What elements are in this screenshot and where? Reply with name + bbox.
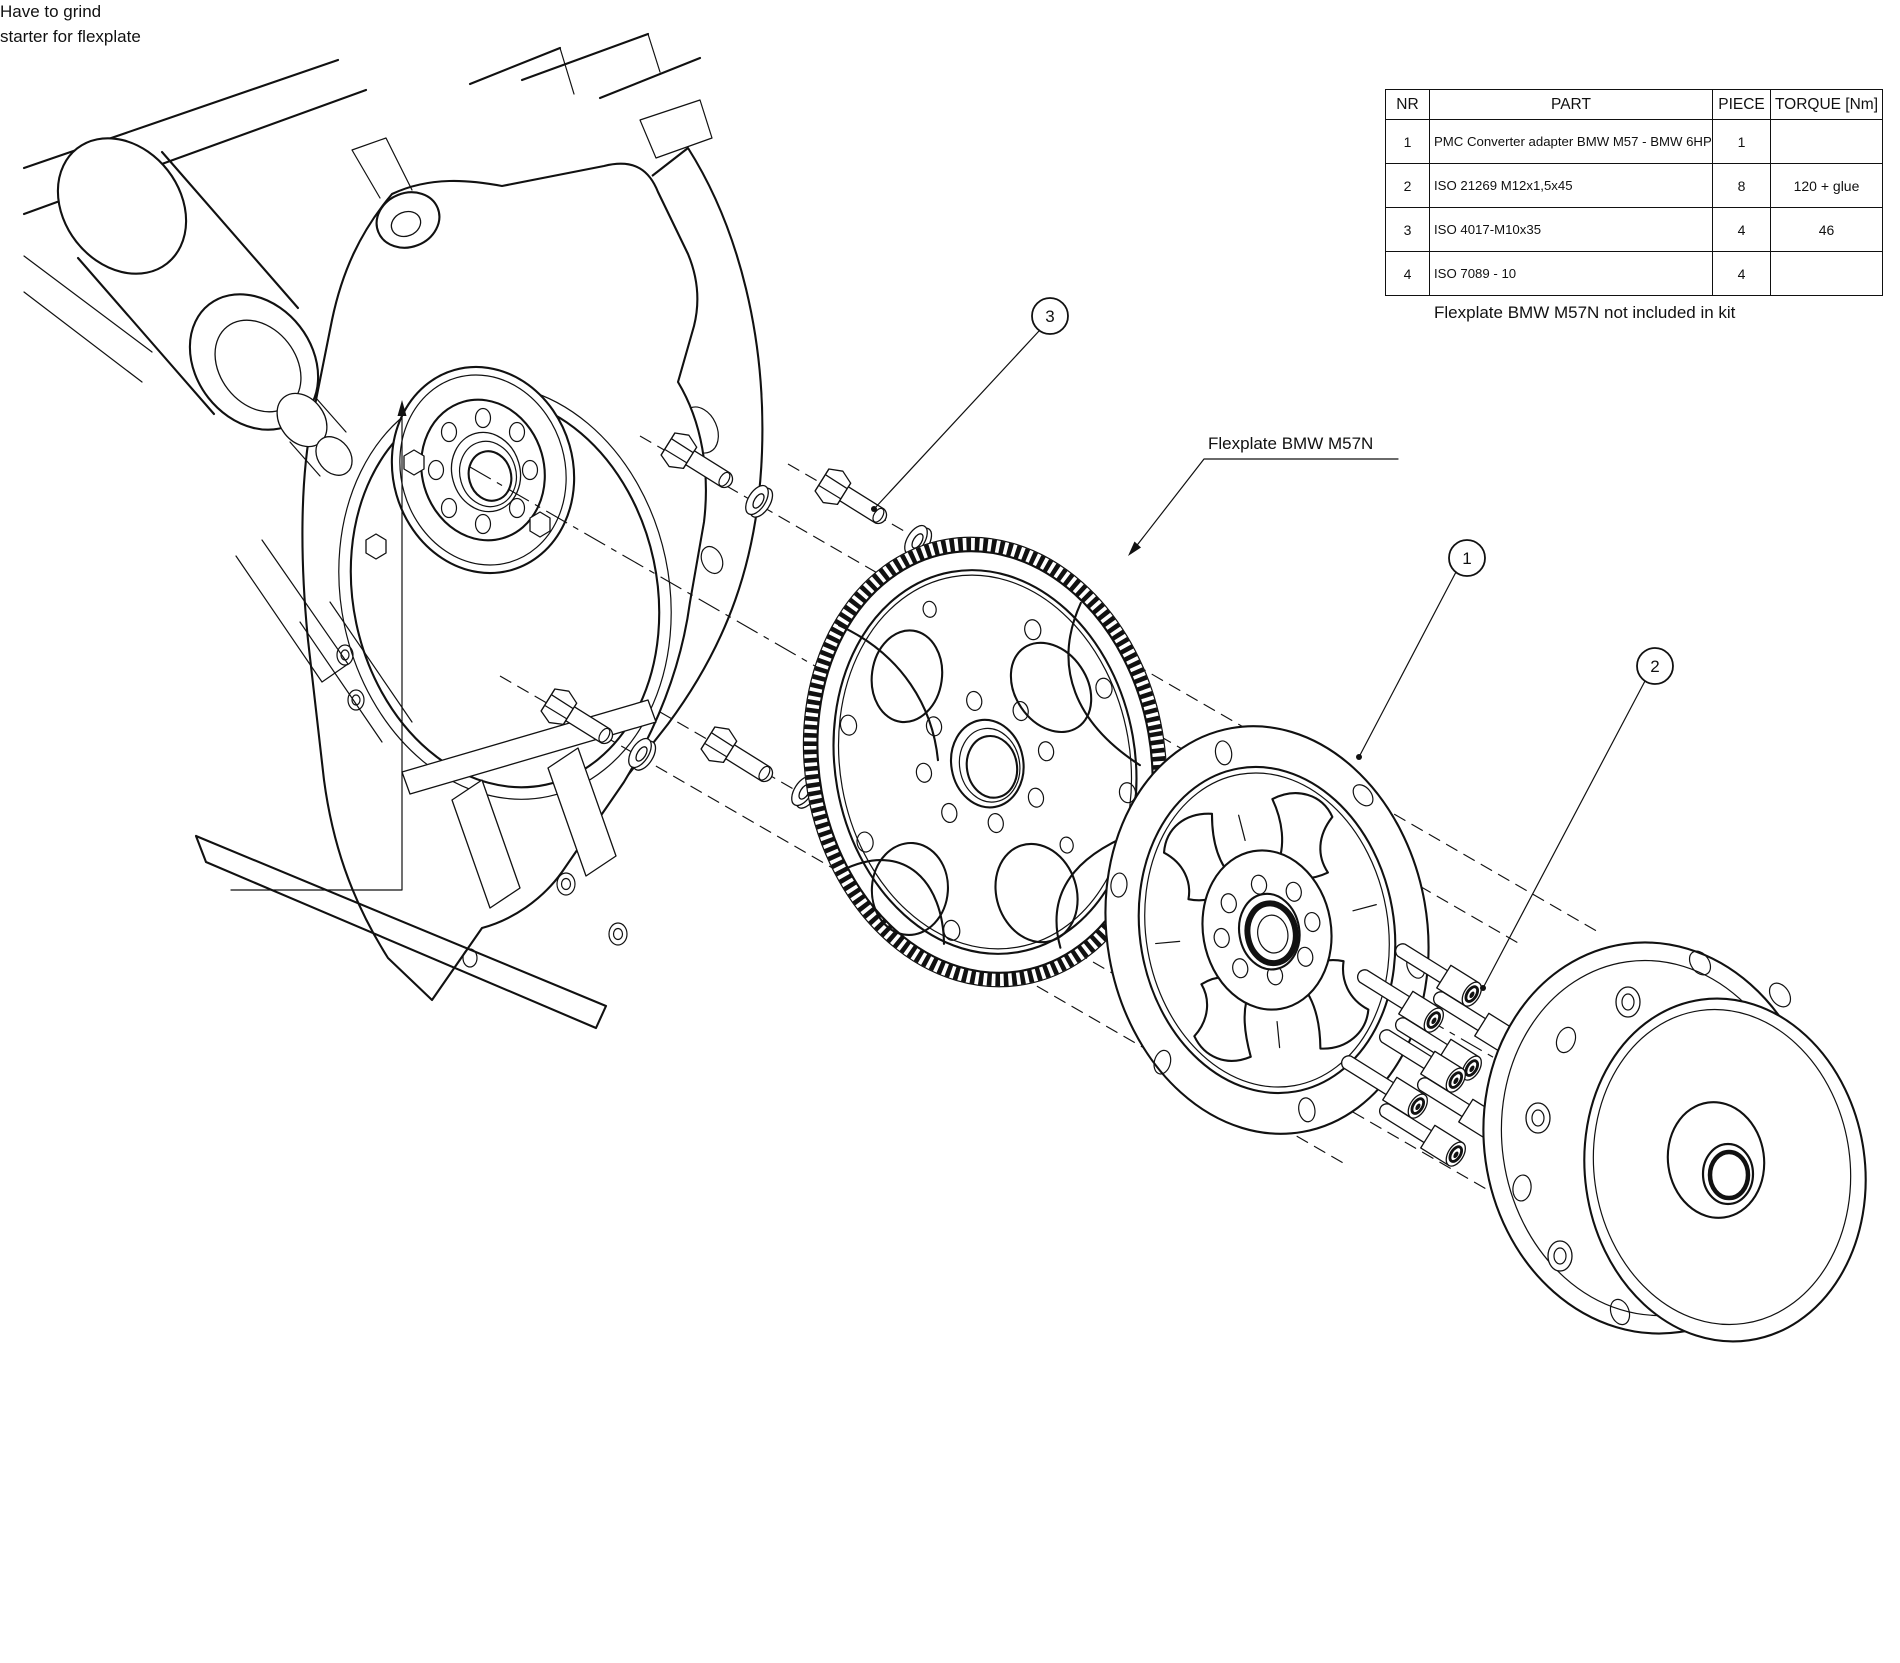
- plate-bosses: [336, 644, 628, 968]
- flexplate-label: Flexplate BMW M57N: [1208, 434, 1374, 453]
- callout-3-number: 3: [1045, 307, 1054, 326]
- parts-table: NR PART PIECE TORQUE [Nm] 1 PMC Converte…: [1385, 89, 1883, 296]
- grind-note-line2: starter for flexplate: [0, 26, 141, 46]
- flexplate-bolt-holes: [915, 690, 1055, 834]
- torque-converter-drawing: [1482, 941, 1867, 1343]
- cell-nr: 2: [1385, 163, 1430, 208]
- cell-torque: 46: [1770, 207, 1883, 252]
- table-row: 2 ISO 21269 M12x1,5x45 8 120 + glue: [1385, 163, 1883, 208]
- col-header-torque: TORQUE [Nm]: [1770, 89, 1883, 120]
- cell-torque: [1770, 251, 1883, 296]
- flexplate-rim-holes: [839, 600, 1137, 941]
- crank-flange-holes: [427, 407, 539, 535]
- flexplate-drawing: [802, 536, 1168, 988]
- arrowhead-up: [397, 400, 407, 416]
- cell-piece: 8: [1712, 163, 1771, 208]
- cell-torque: 120 + glue: [1770, 163, 1883, 208]
- col-header-piece: PIECE: [1712, 89, 1771, 120]
- cell-nr: 1: [1385, 119, 1430, 164]
- callout-2-number: 2: [1650, 657, 1659, 676]
- callout-1-number: 1: [1462, 549, 1471, 568]
- col-header-part: PART: [1429, 89, 1713, 120]
- callout-1: 1: [1356, 539, 1486, 760]
- cell-part: ISO 21269 M12x1,5x45: [1429, 163, 1713, 208]
- callout-2: 2: [1480, 647, 1674, 991]
- grind-note: Have to grind starter for flexplate: [0, 0, 1900, 49]
- arrowhead: [1128, 541, 1141, 556]
- engine-assembly-drawing: [22, 32, 764, 1030]
- cell-nr: 3: [1385, 207, 1430, 252]
- table-row: 1 PMC Converter adapter BMW M57 - BMW 6H…: [1385, 119, 1883, 164]
- cell-nr: 4: [1385, 251, 1430, 296]
- converter-flange-holes: [1512, 950, 1792, 1326]
- table-row: 4 ISO 7089 - 10 4: [1385, 251, 1883, 296]
- cell-piece: 4: [1712, 251, 1771, 296]
- cell-part: PMC Converter adapter BMW M57 - BMW 6HP: [1429, 119, 1713, 164]
- table-row: 3 ISO 4017-M10x35 4 46: [1385, 207, 1883, 252]
- col-header-nr: NR: [1385, 89, 1430, 120]
- adapter-hub-holes: [1213, 874, 1321, 986]
- cell-part: ISO 7089 - 10: [1429, 251, 1713, 296]
- callout-3: 3: [871, 297, 1069, 512]
- cell-piece: 1: [1712, 119, 1771, 164]
- grind-note-line1: Have to grind: [0, 2, 102, 21]
- cell-piece: 4: [1712, 207, 1771, 252]
- cell-torque: [1770, 119, 1883, 164]
- table-note: Flexplate BMW M57N not included in kit: [1434, 303, 1736, 322]
- flexplate-label-leader: [1128, 458, 1399, 556]
- parts-table-header-row: NR PART PIECE TORQUE [Nm]: [1385, 89, 1883, 120]
- adapter-plate-drawing: [1104, 725, 1430, 1135]
- grind-note-leader: [230, 400, 407, 891]
- cell-part: ISO 4017-M10x35: [1429, 207, 1713, 252]
- converter-bosses: [1525, 986, 1641, 1272]
